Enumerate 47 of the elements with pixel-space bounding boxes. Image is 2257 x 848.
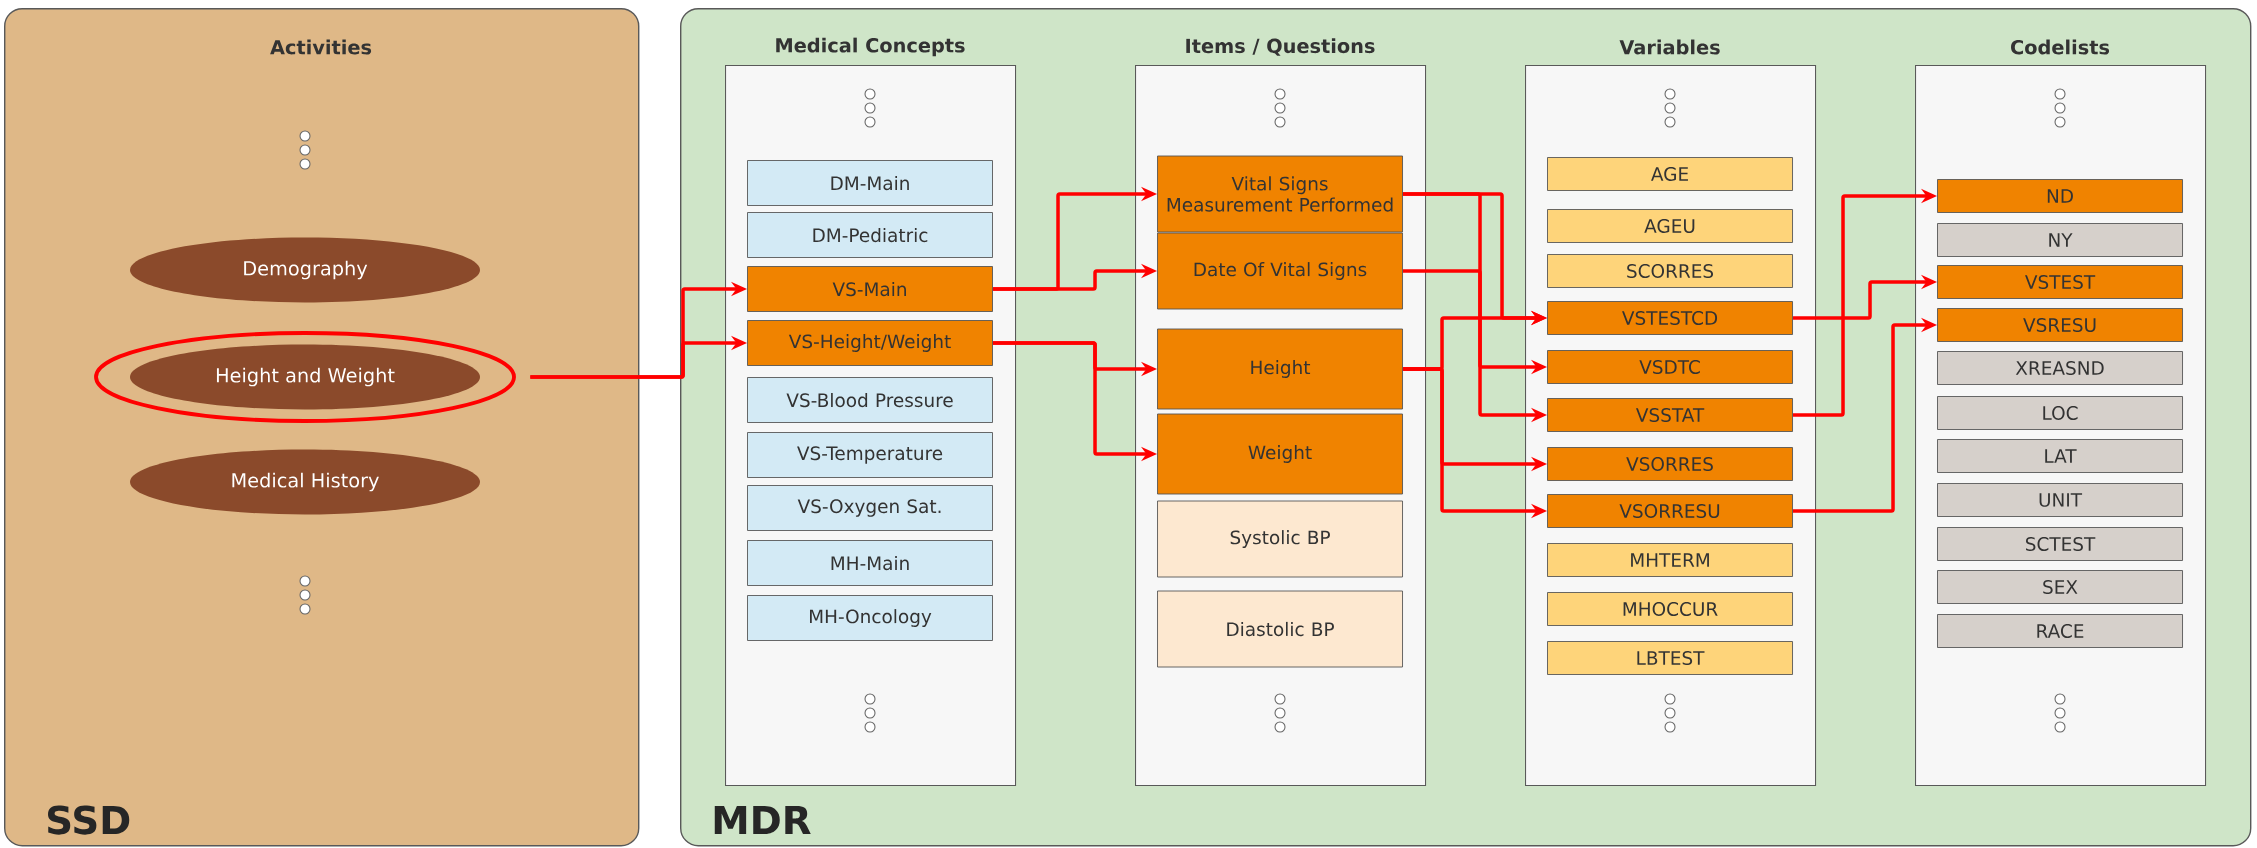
column-title: Items / Questions	[1186, 38, 1375, 56]
variable-box: VSTESTCD	[1547, 301, 1793, 335]
concept-box: MH-Main	[747, 540, 993, 586]
item-box: Diastolic BP	[1157, 590, 1403, 668]
concept-box: DM-Main	[747, 160, 993, 206]
codelist-box: SCTEST	[1937, 527, 2183, 561]
concept-box: DM-Pediatric	[747, 212, 993, 258]
column-title: Codelists	[2011, 39, 2110, 55]
panel-title: MDR	[714, 805, 811, 835]
variable-box: SCORRES	[1547, 254, 1793, 288]
activity-oval: Height and Weight	[130, 344, 480, 410]
activity-oval: Demography	[130, 237, 480, 303]
concept-box: VS-Oxygen Sat.	[747, 485, 993, 531]
item-box: Systolic BP	[1157, 500, 1403, 578]
codelist-box: SEX	[1937, 570, 2183, 604]
concept-box: VS-Height/Weight	[747, 320, 993, 366]
concept-box: VS-Main	[747, 266, 993, 312]
variable-box: LBTEST	[1547, 641, 1793, 675]
activity-oval: Medical History	[130, 449, 480, 515]
item-box: Vital Signs Measurement Performed	[1157, 155, 1403, 233]
panel-title: SSD	[48, 805, 130, 835]
codelist-box: LOC	[1937, 396, 2183, 430]
codelist-box: XREASND	[1937, 351, 2183, 385]
concept-box: VS-Blood Pressure	[747, 377, 993, 423]
item-box: Height	[1157, 328, 1403, 410]
column-title: Variables	[1619, 39, 1720, 55]
item-box: Date Of Vital Signs	[1157, 232, 1403, 310]
column-title: Medical Concepts	[776, 37, 965, 57]
concept-box: VS-Temperature	[747, 432, 993, 478]
column-title: Activities	[270, 39, 372, 55]
codelist-box: UNIT	[1937, 483, 2183, 517]
codelist-box: LAT	[1937, 439, 2183, 473]
codelist-box: ND	[1937, 179, 2183, 213]
variable-box: AGEU	[1547, 209, 1793, 243]
variable-box: VSSTAT	[1547, 398, 1793, 432]
codelist-box: VSTEST	[1937, 265, 2183, 299]
variable-box: MHTERM	[1547, 543, 1793, 577]
variable-box: AGE	[1547, 157, 1793, 191]
codelist-box: VSRESU	[1937, 308, 2183, 342]
variable-box: VSDTC	[1547, 350, 1793, 384]
variable-box: VSORRESU	[1547, 494, 1793, 528]
codelist-box: RACE	[1937, 614, 2183, 648]
variable-box: MHOCCUR	[1547, 592, 1793, 626]
codelist-box: NY	[1937, 223, 2183, 257]
item-box: Weight	[1157, 413, 1403, 495]
concept-box: MH-Oncology	[747, 595, 993, 641]
variable-box: VSORRES	[1547, 447, 1793, 481]
